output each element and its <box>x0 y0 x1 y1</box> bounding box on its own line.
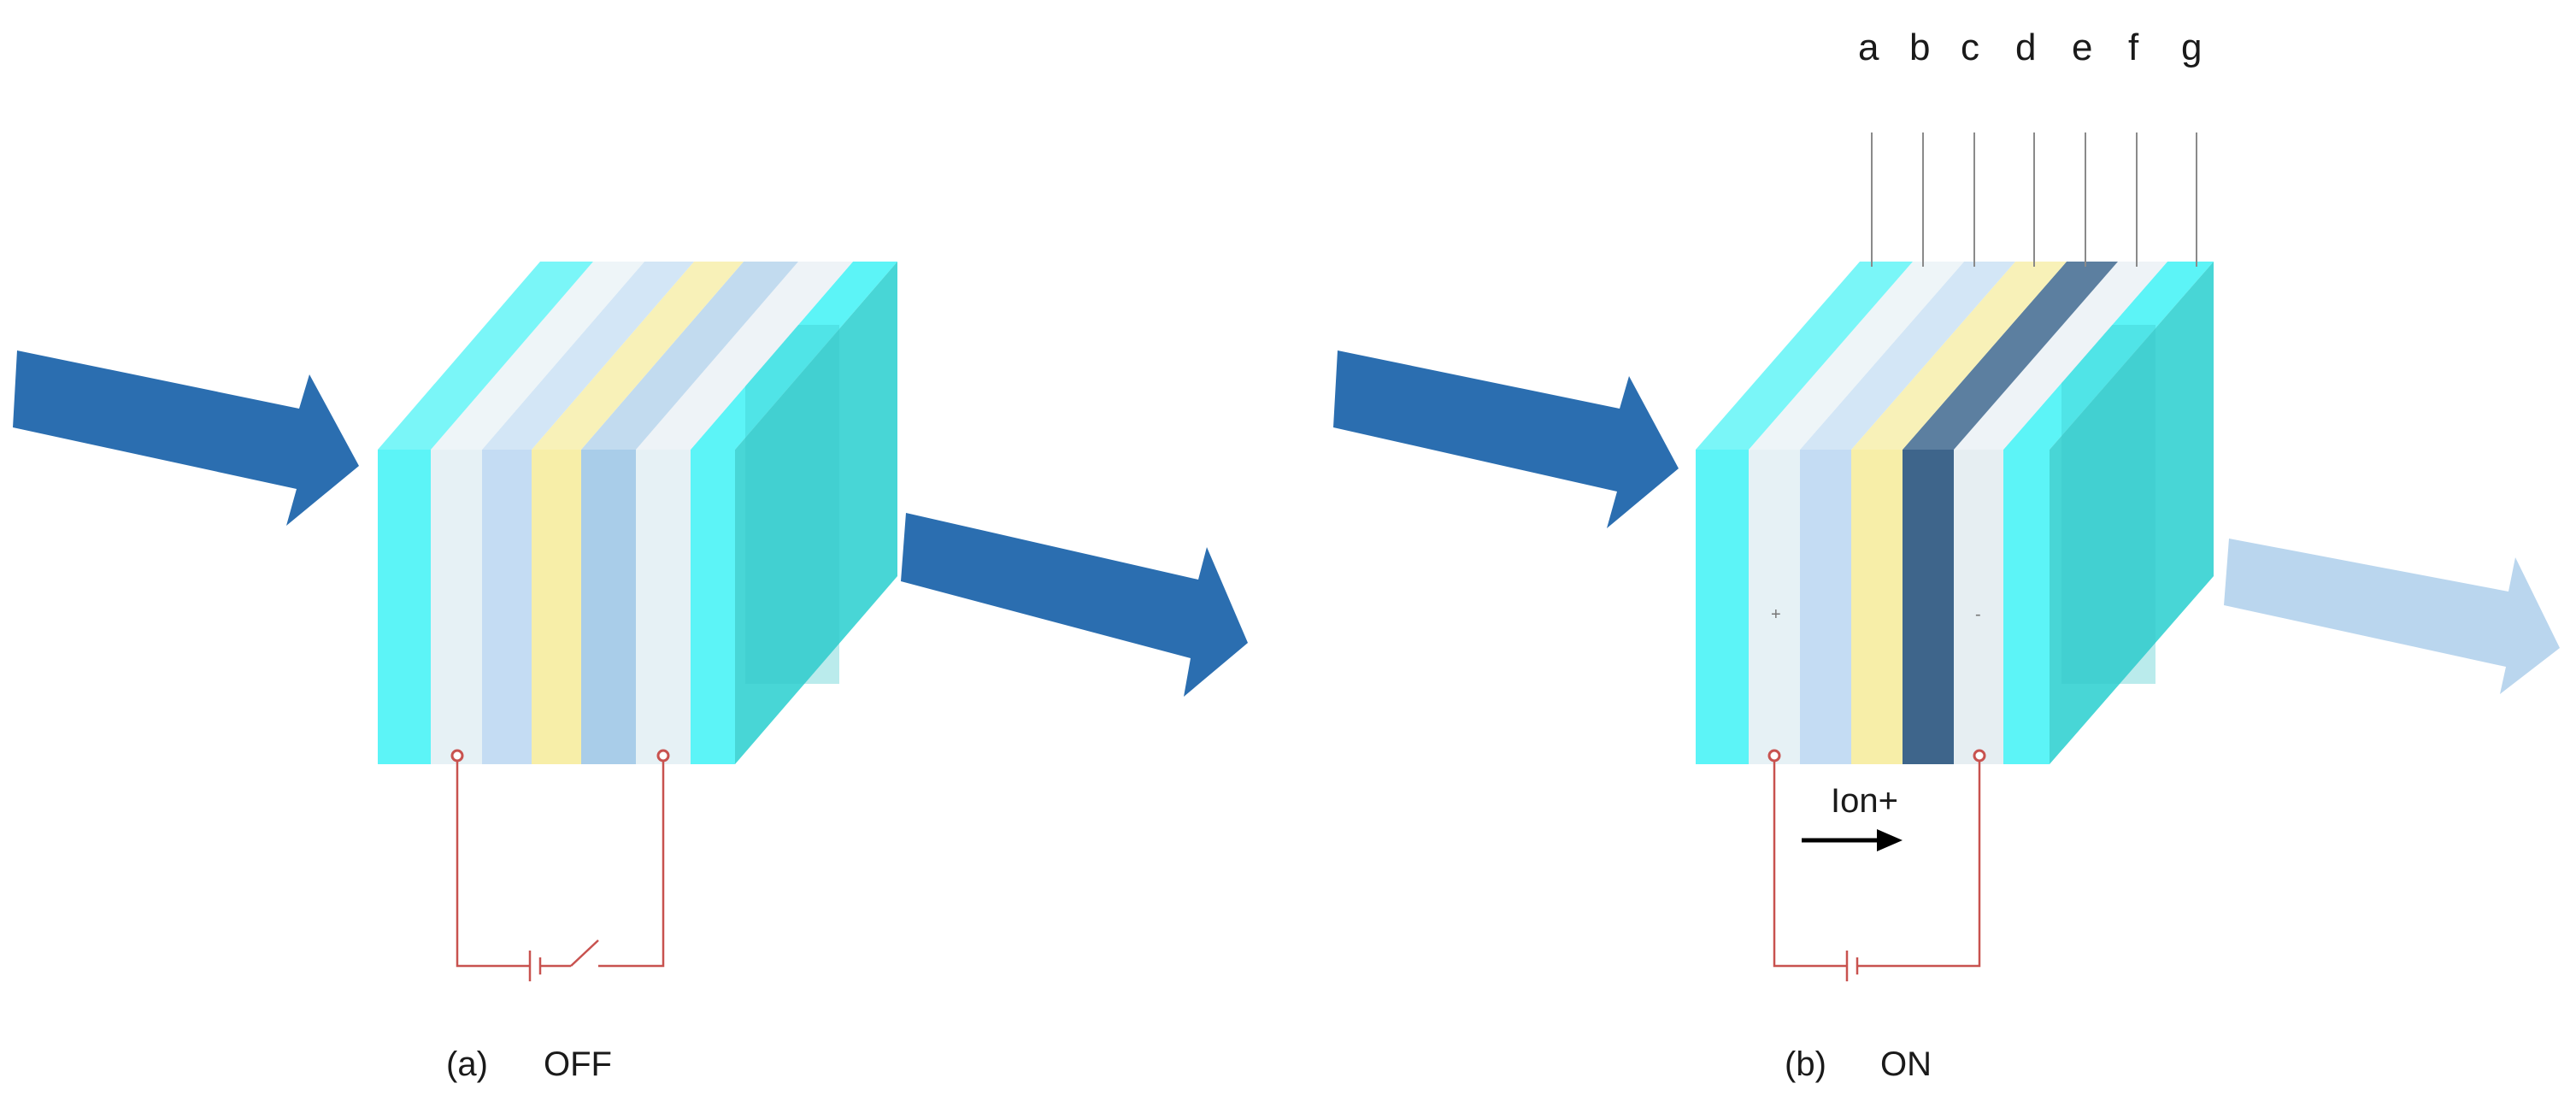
layer-d-a <box>532 262 744 764</box>
circuit-b <box>1773 756 1981 981</box>
incoming-light-arrow-b <box>1333 350 1679 528</box>
layer-f-a <box>636 262 853 764</box>
layer-letter-d: d <box>2015 26 2036 68</box>
layer-letter-g: g <box>2181 26 2202 68</box>
layer-letter-e: e <box>2072 26 2092 68</box>
glass-front-a <box>378 262 593 764</box>
transmitted-light-arrow-b <box>2224 539 2560 694</box>
layer-letters: a b c d e f g <box>1858 26 2202 68</box>
panel-b-on: + - a b c d e f g <box>1333 26 2560 1083</box>
glass-back-b <box>2003 262 2214 764</box>
terminal-positive-b <box>1767 749 1781 762</box>
incoming-light-arrow-a <box>13 350 359 526</box>
glass-back-a <box>691 262 897 764</box>
layer-b-b <box>1749 262 1964 764</box>
terminal-negative-a <box>656 749 670 762</box>
layer-letter-c: c <box>1961 26 1979 68</box>
panel-label-b: (b) <box>1785 1045 1826 1083</box>
panel-state-b: ON <box>1880 1045 1932 1083</box>
positive-sign: + <box>1771 605 1781 624</box>
ion-label: Ion+ <box>1831 782 1898 820</box>
transmitted-light-arrow-a <box>901 513 1248 697</box>
panel-label-a: (a) <box>446 1045 488 1083</box>
layer-d-b <box>1851 262 2067 764</box>
circuit-a <box>456 756 665 981</box>
terminal-positive-a <box>450 749 464 762</box>
ion-direction-arrow <box>1802 829 1903 851</box>
glass-front-b <box>1696 262 1913 764</box>
open-switch <box>570 939 599 967</box>
panel-state-a: OFF <box>544 1045 612 1083</box>
layer-c-b <box>1800 262 2015 764</box>
layer-letter-b: b <box>1909 26 1930 68</box>
terminal-negative-b <box>1973 749 1986 762</box>
layer-c-a <box>482 262 694 764</box>
negative-sign: - <box>1975 605 1981 624</box>
panel-a-off: (a) OFF <box>13 262 1248 1083</box>
layer-e-b <box>1903 262 2118 764</box>
layer-f-b <box>1954 262 2167 764</box>
layer-leader-lines <box>1871 132 2197 267</box>
layer-letter-f: f <box>2128 26 2139 68</box>
layer-letter-a: a <box>1858 26 1879 68</box>
layer-e-a <box>581 262 798 764</box>
layer-b-a <box>431 262 644 764</box>
